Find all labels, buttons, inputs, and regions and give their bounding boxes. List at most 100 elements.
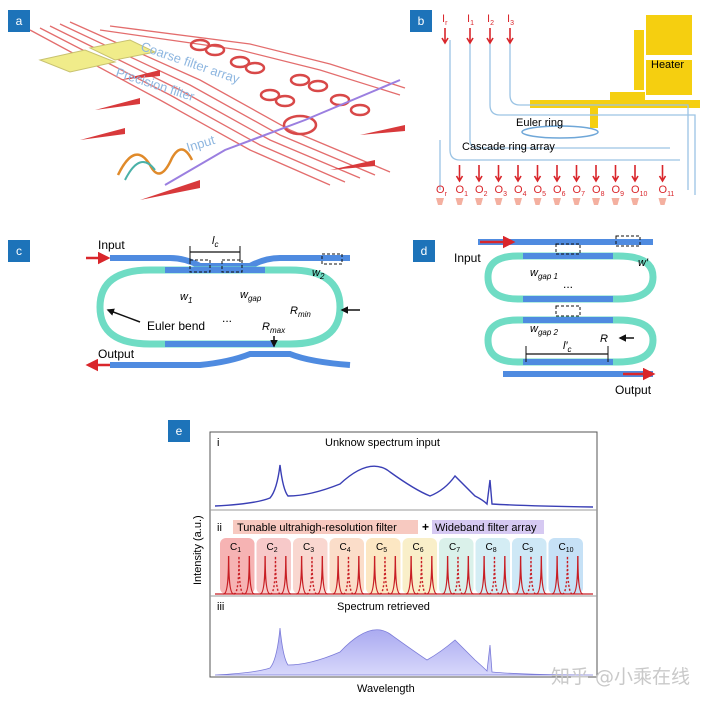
subpanel-i-label: i [217, 437, 219, 449]
wprime-label: w′ [638, 257, 649, 269]
output-coupler [475, 198, 483, 205]
rmax-label: Rmax [262, 321, 286, 335]
resonance-peak [416, 555, 427, 595]
input-label-c: Input [98, 238, 125, 252]
title-i: Unknow spectrum input [325, 437, 440, 449]
retrieved-spectrum-fill [214, 627, 594, 676]
title-iii: Spectrum retrieved [337, 601, 430, 613]
bottom-bus-waveguide [110, 351, 351, 368]
resonance-peak [551, 555, 563, 595]
resonance-peak [489, 555, 500, 595]
resonance-peak [442, 555, 453, 595]
contact-pad [38, 49, 117, 73]
wgap2-label: wgap 2 [530, 323, 559, 337]
output-port-label: O9 [612, 184, 625, 198]
wgap-label: wgap [240, 289, 262, 303]
filter-ring-array [189, 38, 371, 136]
wideband-filter-label: Wideband filter array [435, 522, 537, 534]
lc-label: lc [212, 235, 218, 249]
resonance-peak [332, 555, 344, 595]
chip-3d-illustration: Coarse filter array Precision filter Inp… [29, 21, 406, 200]
output-coupler [611, 198, 620, 205]
input-port-label: Ir [442, 13, 448, 27]
channel-label: C10 [559, 542, 574, 554]
output-port-arrow [455, 165, 464, 183]
panel-b: b Heater Euler ring Cascade ring array I… [410, 0, 710, 210]
input-label-d: Input [454, 251, 481, 265]
channel-band [402, 538, 437, 594]
dots-label-d: ... [563, 277, 573, 291]
ring-2 [484, 316, 657, 366]
light-pulse [116, 148, 194, 176]
euler-bend-label: Euler bend [147, 319, 205, 333]
plot-frame [209, 431, 598, 678]
rmin-label: Rmin [290, 305, 311, 319]
resonance-peak [426, 555, 438, 595]
channel-band [220, 538, 255, 594]
input-port-arrow [466, 28, 474, 45]
input-port-arrow [506, 28, 514, 45]
resonance-peak [280, 555, 292, 595]
resonance-peak [343, 555, 354, 595]
output-port-arrow [494, 165, 503, 183]
subpanel-ii-label: ii [217, 522, 222, 534]
w2-label: w2 [312, 267, 325, 281]
output-coupler [455, 198, 464, 205]
resonance-peak [369, 555, 380, 595]
panel-e: e i Unknow spectrum input ii Tunable ult… [165, 420, 605, 703]
resonance-peak [525, 555, 537, 595]
cascade-ring-schematic: Input Output ... w′ wgap 1 wgap 2 R l′c [454, 235, 657, 397]
precision-filter-label: Precision filter [114, 65, 197, 105]
input-spectrum-curve [214, 464, 594, 508]
x-axis-label: Wavelength [357, 683, 415, 695]
output-port-arrow [592, 165, 600, 183]
output-coupler [658, 198, 667, 205]
w1-label: w1 [180, 291, 192, 305]
resonance-peak [515, 555, 526, 595]
heater-block [530, 15, 700, 128]
spectrum-figure: i Unknow spectrum input ii Tunable ultra… [192, 431, 598, 695]
input-port-label: I2 [487, 13, 494, 27]
output-port-arrow [631, 165, 639, 183]
resonance-peak [478, 555, 490, 595]
input-port-arrow [441, 28, 449, 45]
channel-label: C3 [303, 542, 314, 554]
input-port-arrow [486, 28, 494, 45]
wideband-filter-box [432, 520, 544, 534]
wgap1-label: wgap 1 [530, 267, 558, 281]
euler-ring [521, 125, 599, 139]
channel-label: C6 [413, 542, 424, 554]
output-label-c: Output [98, 347, 135, 361]
output-port-arrow [475, 165, 483, 183]
channel-label: C2 [267, 542, 278, 554]
channel-band [548, 538, 583, 594]
euler-ring-label: Euler ring [516, 117, 563, 129]
channel-band [512, 538, 547, 594]
panel-b-tag: b [410, 10, 432, 32]
resonance-peak [562, 555, 573, 595]
plus-sign: + [422, 520, 429, 534]
output-port-label: O3 [495, 184, 508, 198]
panel-a-tag: a [8, 10, 30, 32]
r-label-d: R [600, 333, 608, 345]
output-port-label: O8 [592, 184, 605, 198]
channel-band [475, 538, 510, 594]
tunable-filter-box [233, 520, 418, 534]
output-coupler [631, 198, 639, 205]
dots-label-c: ... [222, 311, 232, 325]
heater-label: Heater [651, 59, 684, 71]
output-port-label: O7 [573, 184, 586, 198]
output-port-arrow [611, 165, 620, 183]
output-port-label: Or [436, 184, 448, 198]
channel-band [366, 538, 401, 594]
panel-d: d Input Output ... w′ wgap 1 wgap 2 R l′… [408, 232, 710, 402]
output-coupler [514, 198, 522, 205]
subpanel-iii-label: iii [217, 601, 224, 613]
resonance-peak [296, 555, 307, 595]
resonance-peak [306, 555, 318, 595]
channel-band [293, 538, 328, 594]
channel-label: C7 [449, 542, 460, 554]
output-port-arrow [553, 165, 561, 183]
